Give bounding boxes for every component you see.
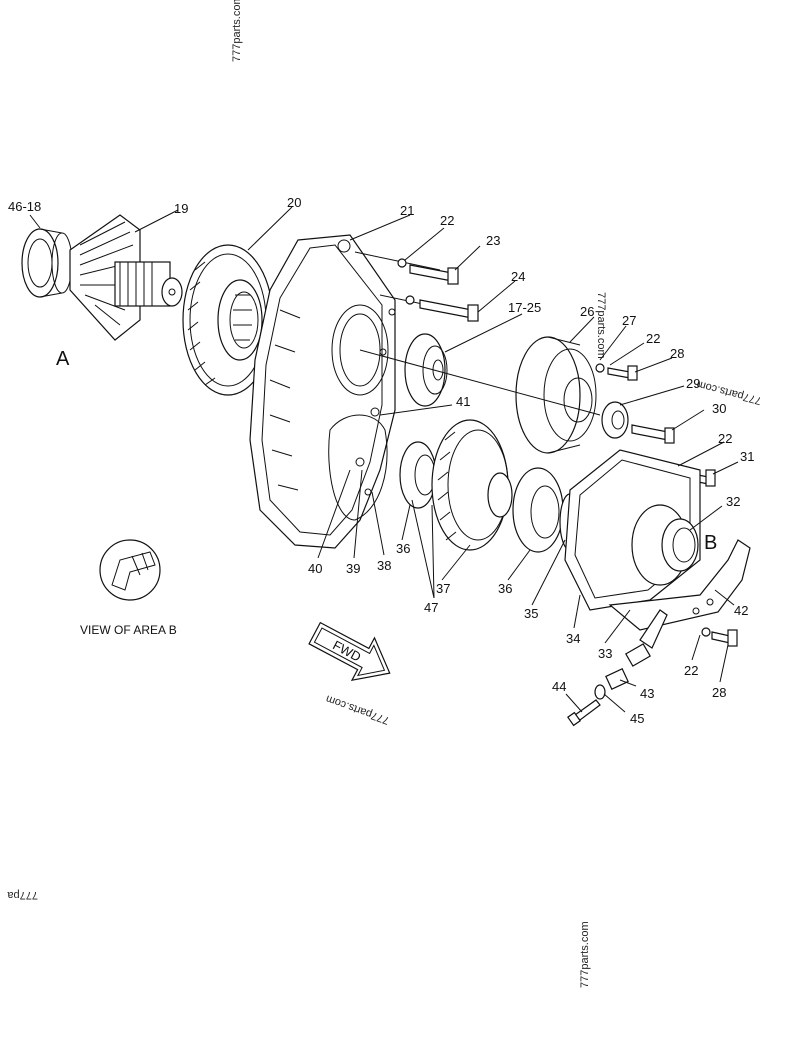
watermark-right: 777parts.com [695, 378, 762, 407]
callout-26: 26 [580, 304, 594, 319]
view-label-a: A [56, 348, 70, 370]
gear-37 [431, 419, 513, 551]
callout-36-right: 36 [498, 581, 512, 596]
callout-47: 47 [424, 600, 438, 615]
watermark-left: 777pa [7, 889, 38, 901]
callout-28-bottom: 28 [712, 685, 726, 700]
callout-labels: 46-18 19 20 21 22 23 24 17-25 26 27 22 2… [8, 195, 754, 726]
callout-45: 45 [630, 711, 644, 726]
callout-44: 44 [552, 679, 566, 694]
callout-43: 43 [640, 686, 654, 701]
bearing-17-25 [404, 333, 448, 407]
callout-21: 21 [400, 203, 414, 218]
cover-26 [515, 336, 597, 454]
view-label-b: B [704, 532, 717, 554]
view-of-area-b-caption: VIEW OF AREA B [80, 623, 177, 637]
gear-20 [182, 244, 274, 396]
callout-36-left: 36 [396, 541, 410, 556]
callout-34: 34 [566, 631, 580, 646]
callout-30: 30 [712, 401, 726, 416]
seal-29 [601, 401, 629, 439]
area-b-detail [99, 539, 161, 601]
watermark-arrow: 777parts.com [324, 692, 391, 726]
callout-19: 19 [174, 201, 188, 216]
callout-23: 23 [486, 233, 500, 248]
bolt-24 [379, 294, 479, 322]
callout-37: 37 [436, 581, 450, 596]
callout-24: 24 [511, 269, 525, 284]
leader-lines [29, 206, 739, 713]
callout-17-25: 17-25 [508, 300, 541, 315]
washer-45 [594, 684, 606, 700]
callout-22-bottom: 22 [684, 663, 698, 678]
callout-39: 39 [346, 561, 360, 576]
bolt-23 [354, 251, 459, 285]
callout-28-top: 28 [670, 346, 684, 361]
callout-22-cover: 22 [646, 331, 660, 346]
bracket-42 [608, 539, 751, 631]
callout-38: 38 [377, 558, 391, 573]
callout-27: 27 [622, 313, 636, 328]
watermark-bottom: 777parts.com [579, 921, 591, 988]
callout-32: 32 [726, 494, 740, 509]
callout-22-right: 22 [718, 431, 732, 446]
bolt-30 [631, 424, 675, 444]
callout-35: 35 [524, 606, 538, 621]
watermark-center: 777parts.com [595, 292, 607, 359]
bolt-28-top [595, 363, 638, 381]
callout-20: 20 [287, 195, 301, 210]
bearing-36-left [399, 441, 437, 509]
callout-31: 31 [740, 449, 754, 464]
flange-32 [631, 504, 699, 586]
callout-41: 41 [456, 394, 470, 409]
transfer-case-housing [249, 234, 396, 549]
bolt-28-bottom [701, 627, 738, 647]
callout-29: 29 [686, 376, 700, 391]
callout-42: 42 [734, 603, 748, 618]
callout-40: 40 [308, 561, 322, 576]
callout-46-18: 46-18 [8, 199, 41, 214]
fwd-arrow: FWD [308, 621, 391, 682]
arm-33 [625, 609, 668, 667]
callout-33: 33 [598, 646, 612, 661]
sleeve-43 [605, 668, 629, 690]
callout-22-top: 22 [440, 213, 454, 228]
bolt-44 [567, 699, 601, 727]
watermark-top: 777parts.com [231, 0, 243, 62]
pinion-19 [69, 214, 183, 341]
bearing-36-right [512, 467, 564, 553]
bearing-46-18 [21, 228, 73, 298]
centerline [359, 349, 601, 416]
